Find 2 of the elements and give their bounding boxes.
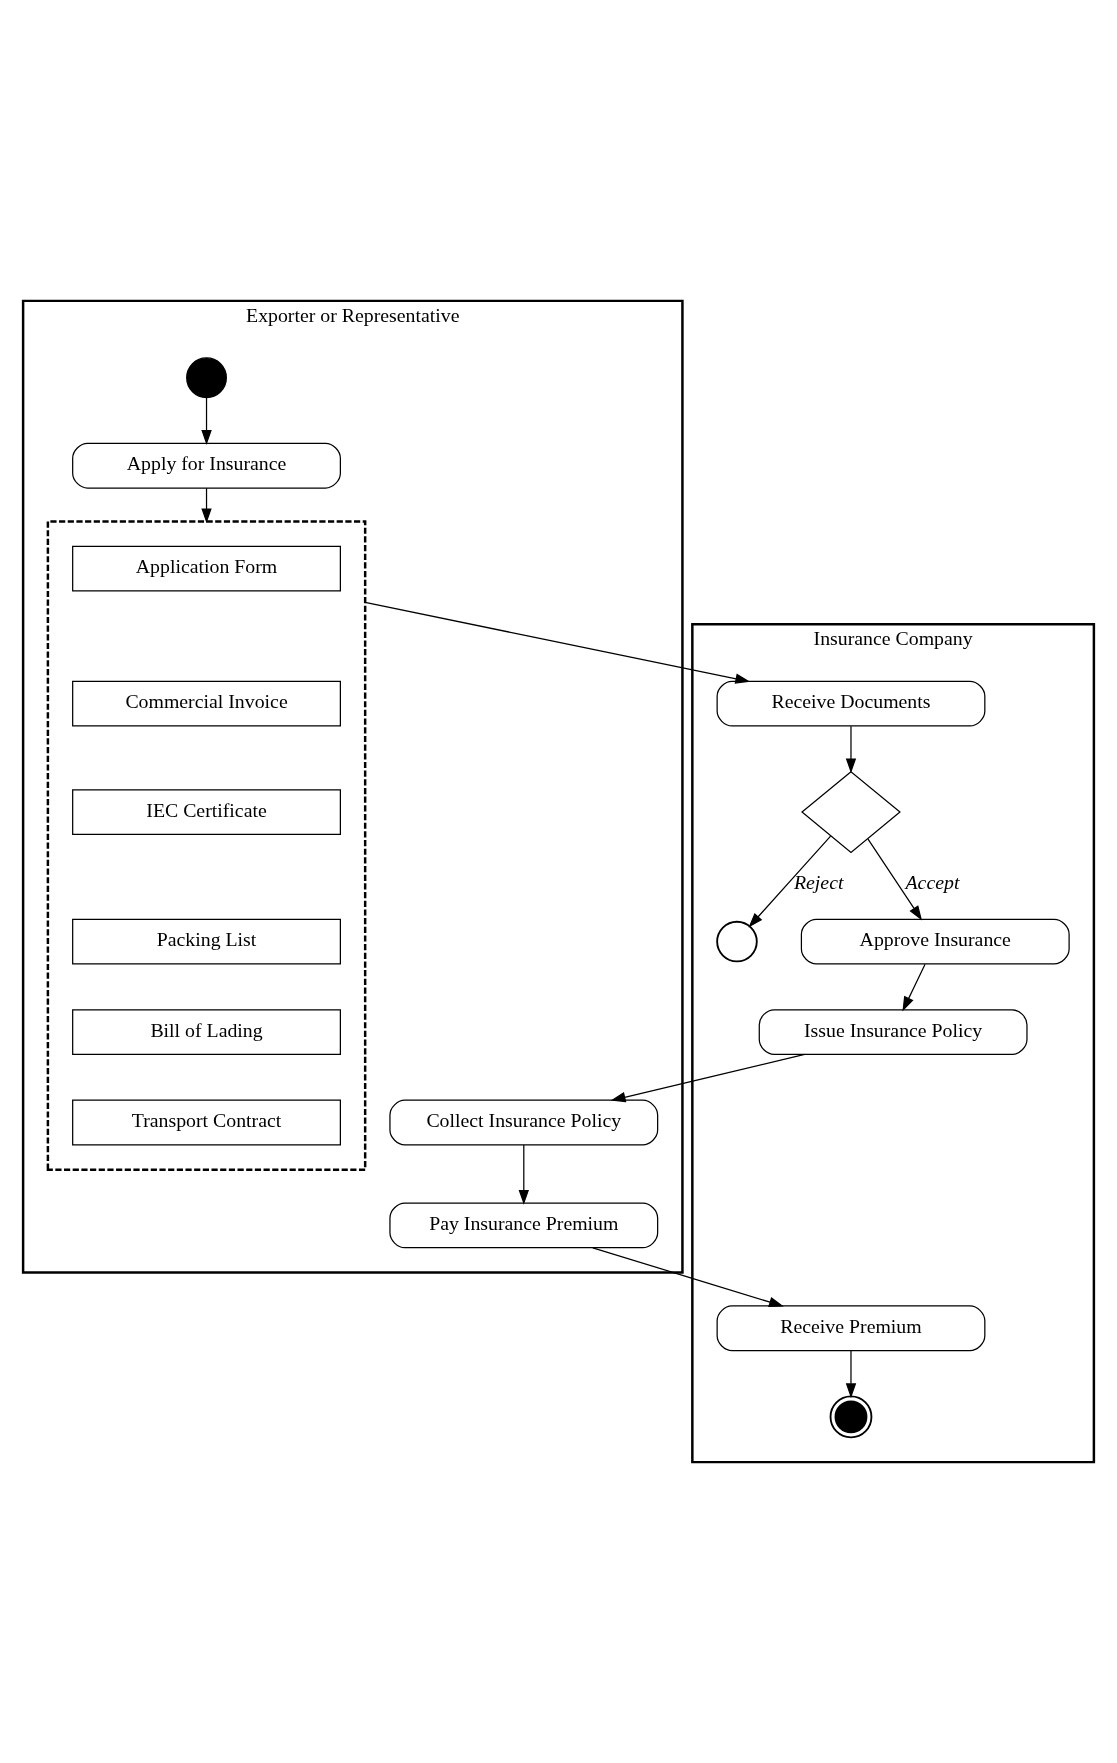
edge-label: Reject <box>793 871 844 894</box>
edge-label: Accept <box>905 871 960 894</box>
